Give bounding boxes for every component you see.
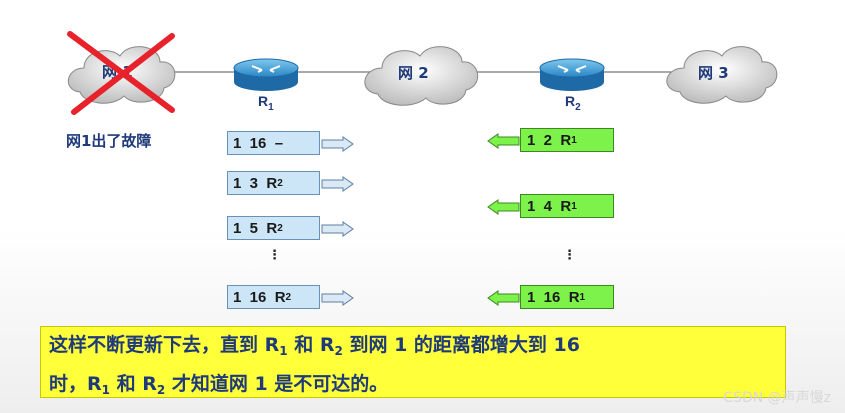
left-arrow-icon: [487, 290, 520, 306]
left-arrow-icon: [487, 133, 520, 149]
net2-label: 网 2: [398, 64, 429, 82]
network-topology: 网 1 R1 网 2 R2 网 3: [67, 31, 778, 115]
right-arrow-icon: [321, 221, 354, 237]
banner-line-1: 这样不断更新下去，直到 R1 和 R2 到网 1 的距离都增大到 16: [49, 334, 580, 358]
explanation-banner: 这样不断更新下去，直到 R1 和 R2 到网 1 的距离都增大到 16 时，R1…: [40, 326, 786, 398]
net3-label: 网 3: [698, 64, 729, 82]
banner-line-2: 时，R1 和 R2 才知道网 1 是不可达的。: [49, 373, 389, 397]
router-r1-label: R1: [258, 93, 274, 113]
watermark: CSDN @声声慢z: [723, 390, 831, 406]
fault-cross-icon: [67, 31, 175, 115]
r2-ellipsis: ⋮: [563, 248, 576, 263]
net3-cloud: 网 3: [666, 46, 778, 104]
r1-row: 1 16 –: [227, 131, 320, 155]
left-arrow-icon: [487, 199, 520, 215]
right-arrow-icon: [321, 290, 354, 306]
right-arrow-icon: [321, 176, 354, 192]
router-r1-icon: [233, 58, 299, 91]
r1-ellipsis: ⋮: [268, 248, 281, 263]
fault-note: 网1出了故障: [66, 132, 152, 150]
right-arrow-icon: [321, 136, 354, 152]
router-r2-label: R2: [565, 93, 581, 113]
net2-cloud: 网 2: [364, 46, 478, 106]
router-r2-icon: [539, 58, 605, 91]
